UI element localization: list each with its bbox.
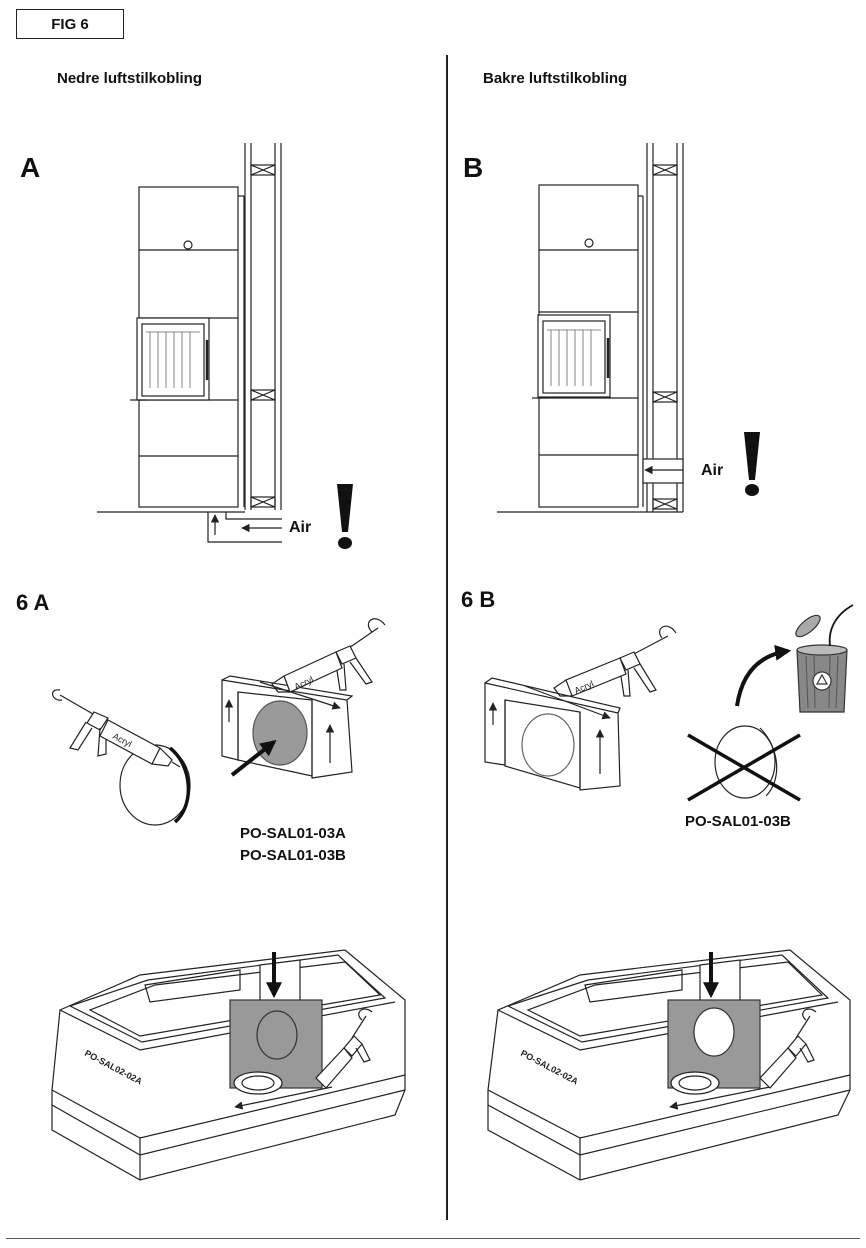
center-divider [446, 55, 448, 1220]
air-label-a: Air [289, 519, 312, 536]
knob-icon [183, 240, 193, 250]
caulking-gun-icon-a2: Acryl [271, 618, 386, 693]
code-a-1: PO-SAL01-03A [240, 825, 346, 842]
exclamation-icon-b [744, 432, 760, 496]
caulking-gun-icon-b2 [759, 1008, 817, 1089]
knob-icon-b [584, 238, 594, 248]
install-box-a: PO-SAL02-02A [51, 949, 406, 1181]
code-a-2: PO-SAL01-03B [240, 847, 346, 864]
code-list-a: PO-SAL01-03A PO-SAL01-03B [240, 823, 346, 867]
caulking-gun-icon-a: Acryl [52, 689, 181, 768]
step-label-6b: 6 B [461, 587, 496, 612]
stove-diagram-a [97, 143, 353, 549]
discarded-disc-b [687, 725, 801, 802]
right-heading: Bakre luftstilkobling [483, 70, 628, 87]
panel-letter-b: B [463, 152, 484, 183]
air-label-b: Air [701, 462, 724, 479]
disc-and-gun-a: Acryl [52, 689, 191, 826]
install-box-b: PO-SAL02-02A [487, 949, 851, 1181]
recycle-bin-icon [735, 604, 854, 713]
adapter-plate-b: Acryl [484, 625, 677, 791]
panel-letter-a: A [20, 152, 41, 183]
figure-label: FIG 6 [16, 9, 124, 39]
exclamation-icon-a [337, 484, 353, 549]
caulking-gun-icon-a3 [315, 1008, 373, 1089]
adapter-plate-a: Acryl [221, 618, 386, 779]
stove-diagram-b [497, 143, 760, 513]
code-b: PO-SAL01-03B [685, 813, 791, 830]
caulking-gun-icon-b: Acryl [553, 625, 677, 697]
left-heading: Nedre luftstilkobling [57, 70, 203, 87]
bottom-rule [6, 1238, 860, 1240]
step-label-6a: 6 A [16, 590, 50, 615]
